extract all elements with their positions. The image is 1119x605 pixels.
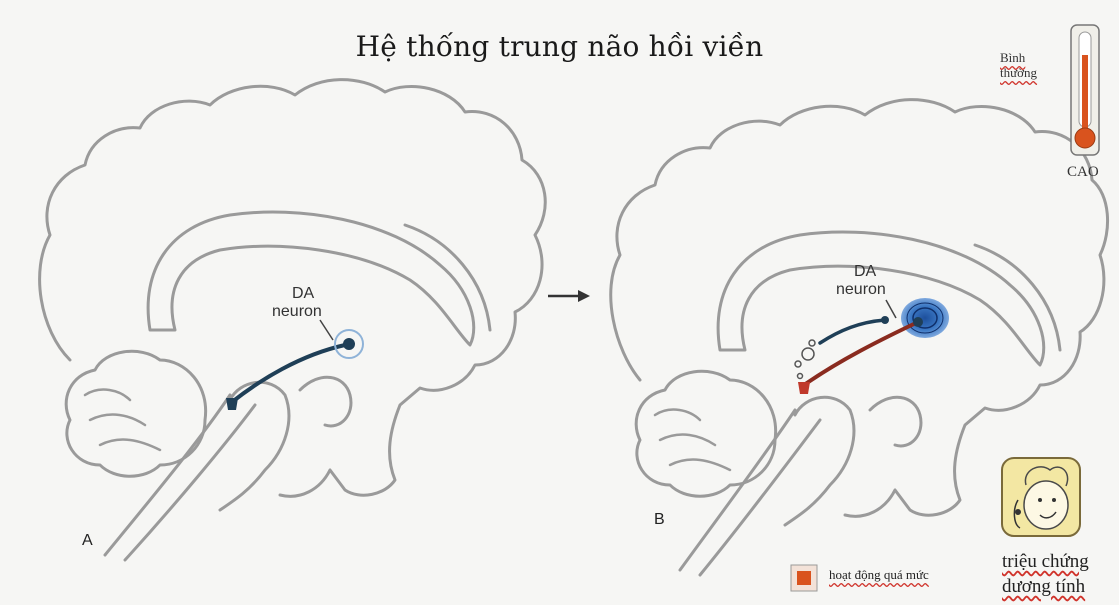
pathway-a xyxy=(232,345,345,402)
brain-a-cerebellum xyxy=(66,351,205,476)
symptom-face-icon xyxy=(1002,458,1080,536)
brain-b-brainstem xyxy=(680,410,820,575)
pathway-b-mesocortical xyxy=(820,320,885,343)
neuron-a-pointer xyxy=(320,320,333,340)
panel-b-label: B xyxy=(654,511,665,528)
legend-swatch xyxy=(791,565,817,591)
terminal-a xyxy=(226,398,238,410)
brain-b-pons xyxy=(785,397,854,525)
neuron-a-label-da: DA xyxy=(292,285,315,302)
neuron-b-label-da: DA xyxy=(854,263,877,280)
transition-arrow xyxy=(548,290,590,302)
brain-b-inner-arc xyxy=(975,245,1060,350)
receptor-cluster xyxy=(795,340,815,379)
brain-b-cortex xyxy=(611,100,1108,517)
symptom-label-line2: dương tính xyxy=(1002,576,1085,598)
brain-a-inner-arc xyxy=(405,225,490,330)
pathway-b-mesolimbic xyxy=(804,322,918,385)
symptom-label-line1: triệu chứng xyxy=(1002,551,1089,573)
legend-overactive-label: hoạt động quá mức xyxy=(829,567,929,583)
neuron-b-pointer xyxy=(886,300,896,318)
panel-a-label: A xyxy=(82,532,93,549)
overactive-glow xyxy=(901,298,949,338)
neuron-a-soma xyxy=(343,338,355,350)
neuron-a-label-neuron: neuron xyxy=(272,303,322,320)
terminal-b xyxy=(798,382,810,394)
thermometer-label-normal: Bình thường xyxy=(1000,50,1060,80)
thermometer-icon xyxy=(1071,25,1099,155)
thermometer-label-high: CAO xyxy=(1067,164,1099,181)
brain-b-cerebellum xyxy=(636,371,775,496)
neuron-b-soma xyxy=(913,317,923,327)
neuron-b-label-neuron: neuron xyxy=(836,281,886,298)
